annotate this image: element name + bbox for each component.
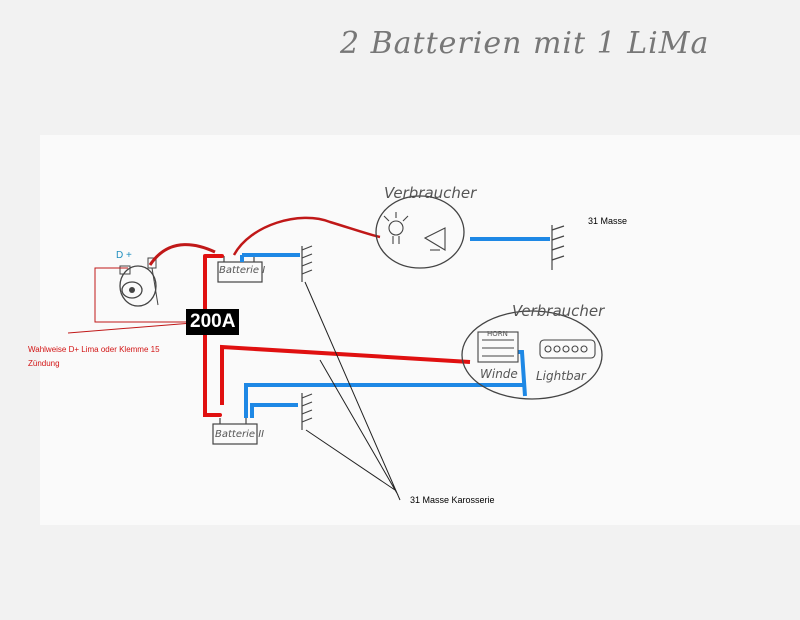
alternator-positive-wire — [148, 243, 216, 266]
ground-symbol-top — [551, 225, 565, 270]
diagram-title: 2 Batterien mit 1 LiMa — [340, 26, 710, 61]
consumer-2-label: Verbraucher — [512, 302, 605, 320]
lamp-icon — [383, 212, 409, 244]
switch-label-line2: Zündung — [28, 359, 60, 368]
alternator-icon — [119, 257, 159, 307]
consumer-1-label: Verbraucher — [384, 184, 477, 202]
switch-wire — [94, 267, 205, 323]
body-ground-lines — [304, 281, 401, 501]
consumer2-ground-wire-outer — [244, 383, 525, 418]
battery1-ground-wire — [240, 253, 300, 262]
ground-body-label: 31 Masse Karosserie — [410, 495, 495, 505]
battery2-ground-wire — [250, 403, 298, 418]
lightbar-icon — [539, 339, 596, 359]
horn-icon — [423, 227, 446, 251]
battery-2-label: Batterie II — [215, 429, 265, 440]
ground-top-label: 31 Masse — [588, 216, 628, 226]
horn-label: HORN — [487, 330, 508, 338]
switch-label-line1: Wahlweise D+ Lima oder Klemme 15 — [28, 345, 160, 354]
lightbar-label: Lightbar — [536, 369, 586, 383]
alternator-label: D + — [116, 250, 132, 261]
consumer2-enclosure — [461, 310, 603, 400]
ground-symbol-battery1 — [301, 245, 313, 282]
winch-icon — [477, 331, 519, 363]
consumer2-ground-wire — [518, 350, 527, 397]
ground-symbol-battery2 — [301, 393, 313, 430]
consumer1-enclosure — [375, 195, 465, 269]
battery-1-label: Batterie I — [219, 265, 266, 276]
winch-positive-wire — [220, 344, 471, 405]
paper-light-area — [40, 135, 800, 525]
fuse-label: 200A — [186, 309, 240, 335]
winch-label: Winde — [480, 367, 518, 381]
switch-label-leader — [67, 321, 206, 334]
battery-2-icon — [212, 423, 258, 445]
consumer1-positive-wire — [232, 216, 381, 256]
